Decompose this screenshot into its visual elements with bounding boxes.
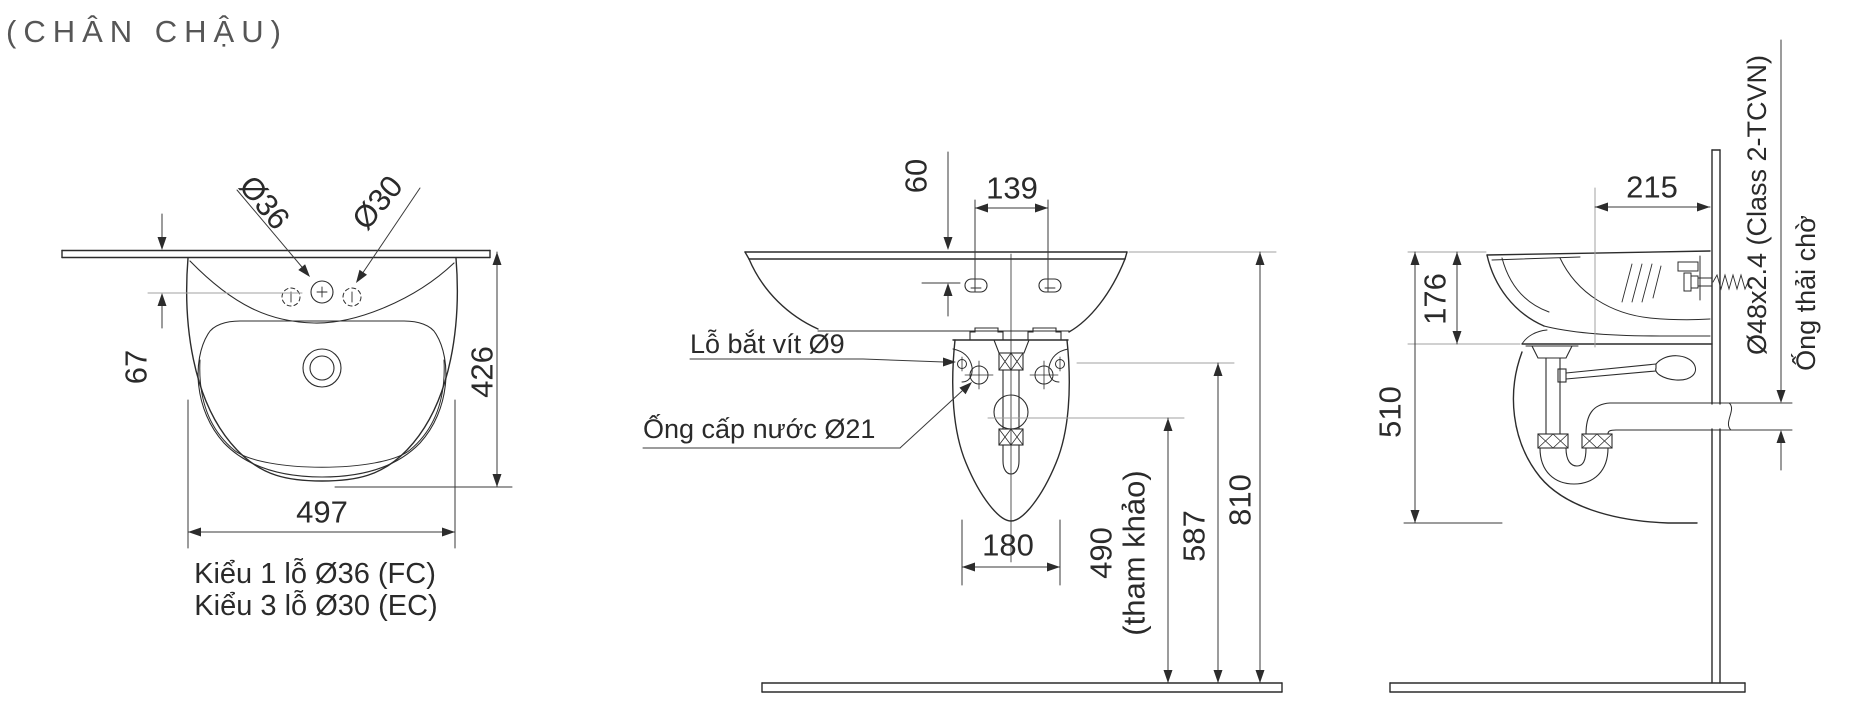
waste-pipe-label: Ống thải chờ — [1790, 215, 1821, 371]
overflow-hatch — [1621, 263, 1662, 303]
dim-490-value: 490 — [1083, 527, 1119, 579]
dim-176-label: 176 — [1417, 273, 1453, 325]
dim-215-label: 215 — [1626, 169, 1678, 205]
plan-view-dimensions — [147, 187, 513, 549]
drain-assembly-front — [993, 339, 1030, 475]
dim-180-label: 180 — [982, 527, 1034, 563]
plan-caption-2: Kiểu 3 lỗ Ø30 (EC) — [194, 589, 438, 622]
dim-490-note: (tham khảo) — [1116, 470, 1151, 636]
dim-810-label: 810 — [1222, 474, 1258, 526]
plan-caption-1: Kiểu 1 lỗ Ø36 (FC) — [194, 557, 436, 590]
arrowheads — [157, 202, 1786, 683]
floor-line-front — [761, 682, 1283, 693]
faucet-hole-36 — [310, 280, 334, 304]
floor-line-side — [1389, 682, 1746, 693]
supply-holes — [964, 360, 1059, 390]
page-title: (CHÂN CHẬU) — [6, 14, 288, 49]
supply-pipe-label: Ống cấp nước Ø21 — [643, 414, 876, 444]
side-view-dimensions — [1403, 39, 1793, 524]
screw-hole-label: Lỗ bắt vít Ø9 — [690, 329, 845, 359]
dim-139-label: 139 — [986, 170, 1038, 206]
dim-510-label: 510 — [1372, 386, 1408, 438]
dim-60-label: 60 — [898, 158, 934, 194]
dim-426-label: 426 — [464, 346, 500, 398]
side-view-linework — [1389, 149, 1749, 693]
front-view-linework — [744, 251, 1283, 693]
dim-67-label: 67 — [118, 349, 154, 385]
plan-view-linework — [61, 249, 491, 482]
dim-587-label: 587 — [1176, 510, 1212, 562]
waste-pipe-spec-label: Ø48x2.4 (Class 2-TCVN) — [1741, 54, 1772, 356]
wall-bolt — [1683, 272, 1749, 292]
front-view-dimensions — [642, 151, 1277, 684]
trap-piping — [1525, 345, 1696, 485]
faucet-holes-30 — [281, 287, 362, 307]
dim-497-label: 497 — [296, 494, 348, 530]
waste-pipe — [1609, 402, 1733, 431]
dim-490-label: 490(tham khảo) — [1083, 470, 1151, 636]
